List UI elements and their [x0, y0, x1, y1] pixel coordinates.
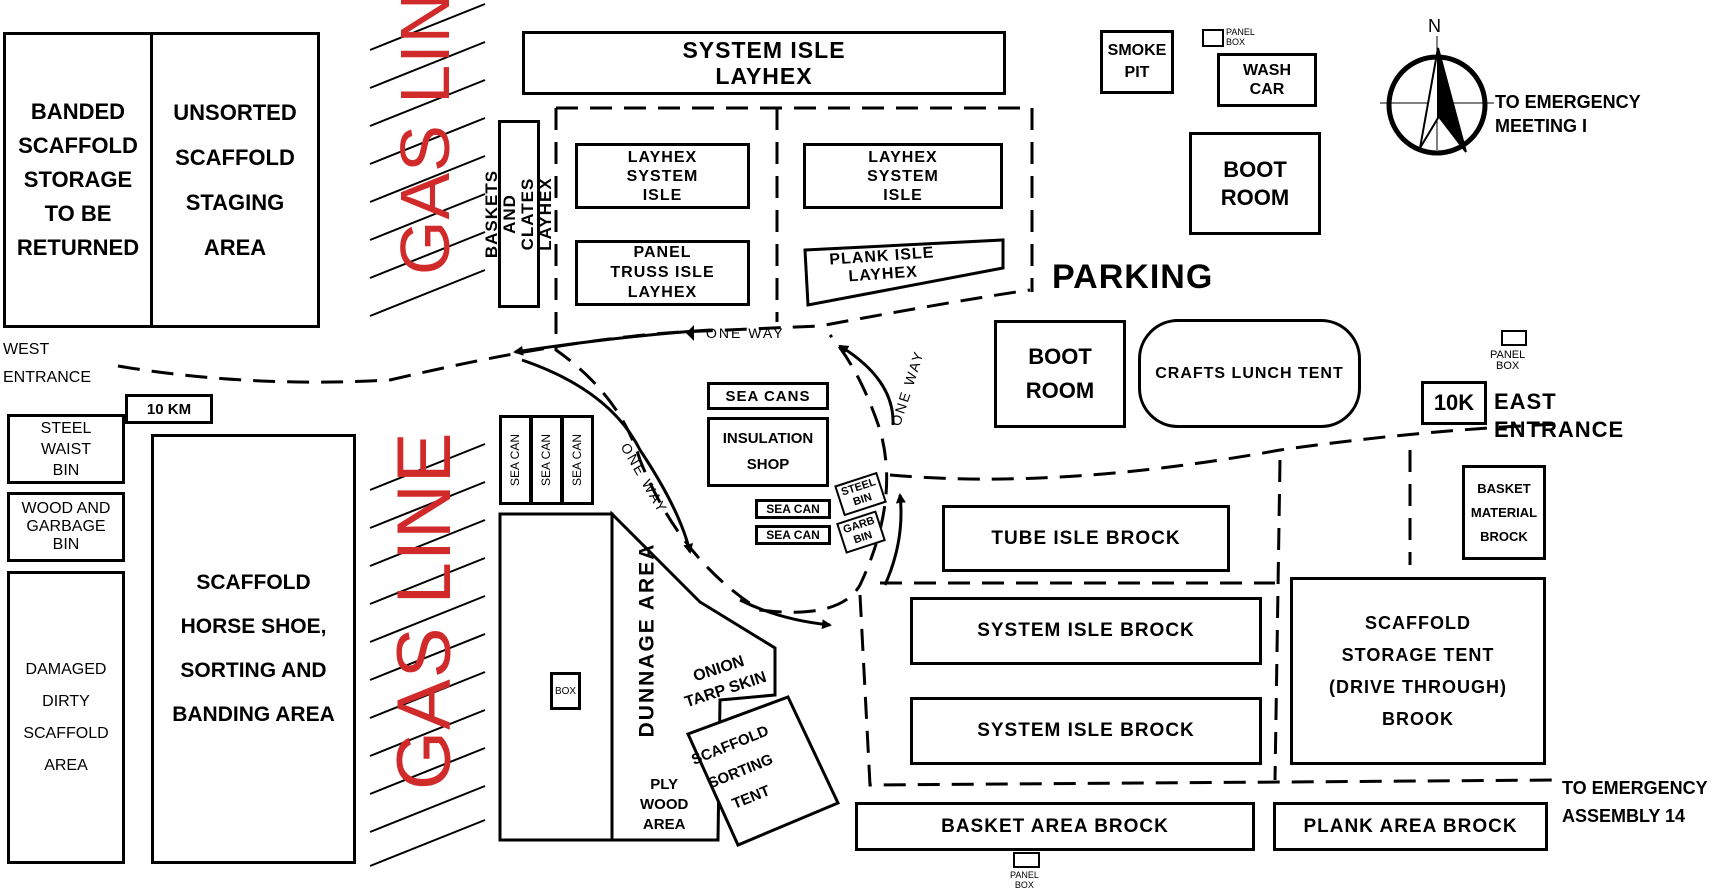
panel-box-icon [1501, 330, 1527, 346]
panel-box-icon [1202, 29, 1224, 47]
crafts-lunch-tent: CRAFTS LUNCH TENT [1138, 319, 1361, 428]
steel-waist-bin: STEEL WAIST BIN [7, 414, 125, 484]
boot-room-north: BOOT ROOM [1189, 132, 1321, 235]
gas-line-label-south: GAS LINE [382, 431, 467, 790]
one-way-label-north: ONE WAY [706, 325, 785, 341]
ply-wood-area: PLY WOOD AREA [640, 776, 689, 833]
tube-isle-brock: TUBE ISLE BROCK [942, 505, 1230, 572]
insulation-shop: INSULATION SHOP [707, 417, 829, 487]
compass-icon [1380, 36, 1494, 156]
layhex-system-isle-east: LAYHEX SYSTEM ISLE [803, 143, 1003, 209]
sea-can-3: SEA CAN [561, 415, 594, 505]
east-entrance: EAST ENTRANCE [1494, 389, 1625, 442]
baskets-clates-layhex-label: BASKETS AND CLATES LAYHEX [482, 169, 556, 259]
gas-line-hatching-south [369, 443, 486, 867]
sea-can-4: SEA CAN [755, 499, 831, 519]
gas-line-hatching-north [369, 3, 486, 317]
sea-can-2-label: SEA CAN [539, 433, 554, 487]
unsorted-scaffold-staging: UNSORTED SCAFFOLD STAGING AREA [150, 32, 320, 328]
panel-box-icon [1013, 852, 1040, 868]
system-isle-brock-south: SYSTEM ISLE BROCK [910, 697, 1262, 765]
gas-line-label-north: GAS LINE [386, 0, 464, 275]
panel-box-label-south: PANEL BOX [1010, 870, 1039, 890]
boot-room-parking: BOOT ROOM [994, 320, 1126, 428]
basket-area-brock: BASKET AREA BROCK [855, 802, 1255, 851]
parking-label: PARKING [1052, 258, 1214, 296]
ten-k-sign: 10K [1421, 381, 1487, 425]
smoke-pit: SMOKE PIT [1100, 30, 1174, 94]
plank-isle-layhex-label: PLANK ISLE LAYHEX [828, 244, 935, 286]
dunnage-area-label: DUNNAGE AREA [635, 542, 659, 738]
panel-truss-isle-layhex: PANEL TRUSS ISLE LAYHEX [575, 240, 750, 306]
sea-can-2: SEA CAN [530, 415, 563, 505]
dunnage-box: BOX [550, 672, 581, 710]
damaged-dirty-scaffold: DAMAGED DIRTY SCAFFOLD AREA [7, 571, 125, 864]
to-emergency-assembly: TO EMERGENCY ASSEMBLY 14 [1562, 778, 1708, 826]
sea-can-1-label: SEA CAN [508, 433, 523, 487]
wood-garbage-bin: WOOD AND GARBAGE BIN [7, 492, 125, 562]
system-isle-layhex: SYSTEM ISLE LAYHEX [522, 31, 1006, 95]
plank-isle-layhex-shape [803, 238, 1005, 307]
panel-box-label-east: PANEL BOX [1490, 349, 1526, 372]
scaffold-sorting-tent-shape [685, 695, 841, 847]
sea-can-5: SEA CAN [755, 525, 831, 545]
dunnage-slope-shape [610, 510, 777, 842]
one-way-marker [686, 325, 694, 341]
banded-scaffold-storage: BANDED SCAFFOLD STORAGE TO BE RETURNED [3, 32, 153, 328]
west-entrance: WEST ENTRANCE [3, 341, 92, 386]
sea-cans: SEA CANS [707, 382, 829, 410]
panel-box-label-north: PANEL BOX [1226, 27, 1255, 47]
plank-area-brock: PLANK AREA BROCK [1273, 802, 1548, 851]
wash-car: WASH CAR [1217, 53, 1317, 107]
sea-can-1: SEA CAN [499, 415, 532, 505]
system-isle-brock-north: SYSTEM ISLE BROCK [910, 597, 1262, 665]
ten-km-sign: 10 KM [125, 394, 213, 424]
to-emergency-meeting: TO EMERGENCY MEETING I [1495, 92, 1641, 136]
sea-can-3-label: SEA CAN [570, 433, 585, 487]
basket-material-brock: BASKET MATERIAL BROCK [1462, 465, 1546, 560]
scaffold-storage-tent: SCAFFOLD STORAGE TENT (DRIVE THROUGH) BR… [1290, 577, 1546, 765]
baskets-clates-layhex: BASKETS AND CLATES LAYHEX [482, 120, 555, 308]
scaffold-horse-shoe: SCAFFOLD HORSE SHOE, SORTING AND BANDING… [151, 434, 356, 864]
north-label: N [1428, 16, 1441, 36]
one-way-arrows [513, 328, 906, 630]
layhex-system-isle-west: LAYHEX SYSTEM ISLE [575, 143, 750, 209]
